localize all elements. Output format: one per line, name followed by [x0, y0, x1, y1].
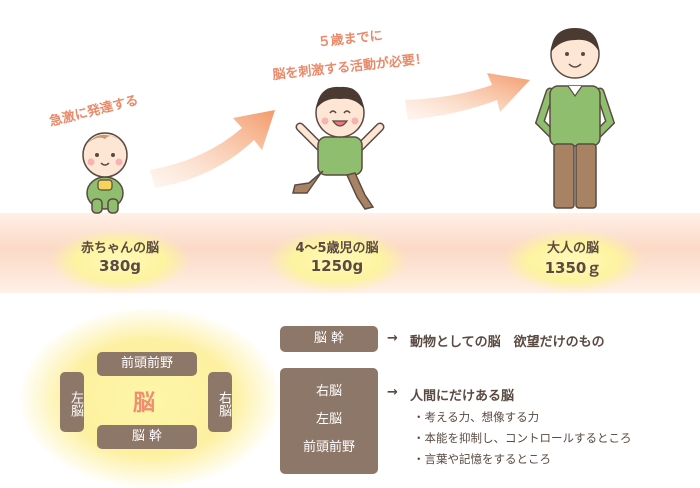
legend-desc-human: 人間にだけある脳 [410, 389, 515, 404]
legend-tag-right-brain: 右脳 [315, 384, 342, 399]
stage-weight-adult: 1350ｇ [544, 259, 602, 277]
stage-weight-child: 1250g [310, 257, 364, 275]
legend-bullet-control: ・本能を抑制し、コントロールするところ [413, 431, 632, 445]
legend-tag-prefrontal: 前頭前野 [302, 440, 355, 455]
growth-arrows [150, 73, 530, 188]
brain-region-prefrontal: 前頭前野 [97, 352, 197, 376]
legend-tag-brainstem: 脳 幹 [280, 326, 378, 352]
brain-center-label: 脳 [133, 391, 156, 416]
stage-weight-baby: 380g [98, 257, 142, 275]
legend-arrow-brainstem: → [387, 331, 398, 346]
stage-glow-child [267, 230, 407, 292]
legend-tag-human-brain: 右脳 左脳 前頭前野 [280, 368, 378, 474]
stage-glow-adult [503, 230, 643, 292]
stage-glow-baby [50, 230, 190, 292]
child-illustration [292, 86, 385, 210]
legend-tag-left-brain: 左脳 [315, 412, 342, 427]
brain-region-left: 左脳 [60, 372, 84, 432]
legend-bullet-thinking: ・考える力、想像する力 [413, 410, 540, 424]
arrow-baby-to-child [150, 110, 275, 188]
brain-region-brainstem: 脳 幹 [97, 425, 197, 449]
brain-region-right: 右脳 [208, 372, 232, 432]
legend-bullet-memory: ・言葉や記憶をするところ [413, 452, 551, 466]
adult-illustration [534, 28, 616, 209]
stage-label-child: 4～5歳児の脳 [295, 241, 379, 256]
legend-desc-brainstem: 動物としての脳 欲望だけのもの [410, 335, 605, 350]
arrow-child-to-adult [405, 73, 530, 120]
legend-arrow-human: → [387, 385, 398, 400]
stage-label-adult: 大人の脳 [546, 241, 599, 256]
stage-label-baby: 赤ちゃんの脳 [80, 241, 159, 256]
baby-illustration [82, 132, 128, 214]
